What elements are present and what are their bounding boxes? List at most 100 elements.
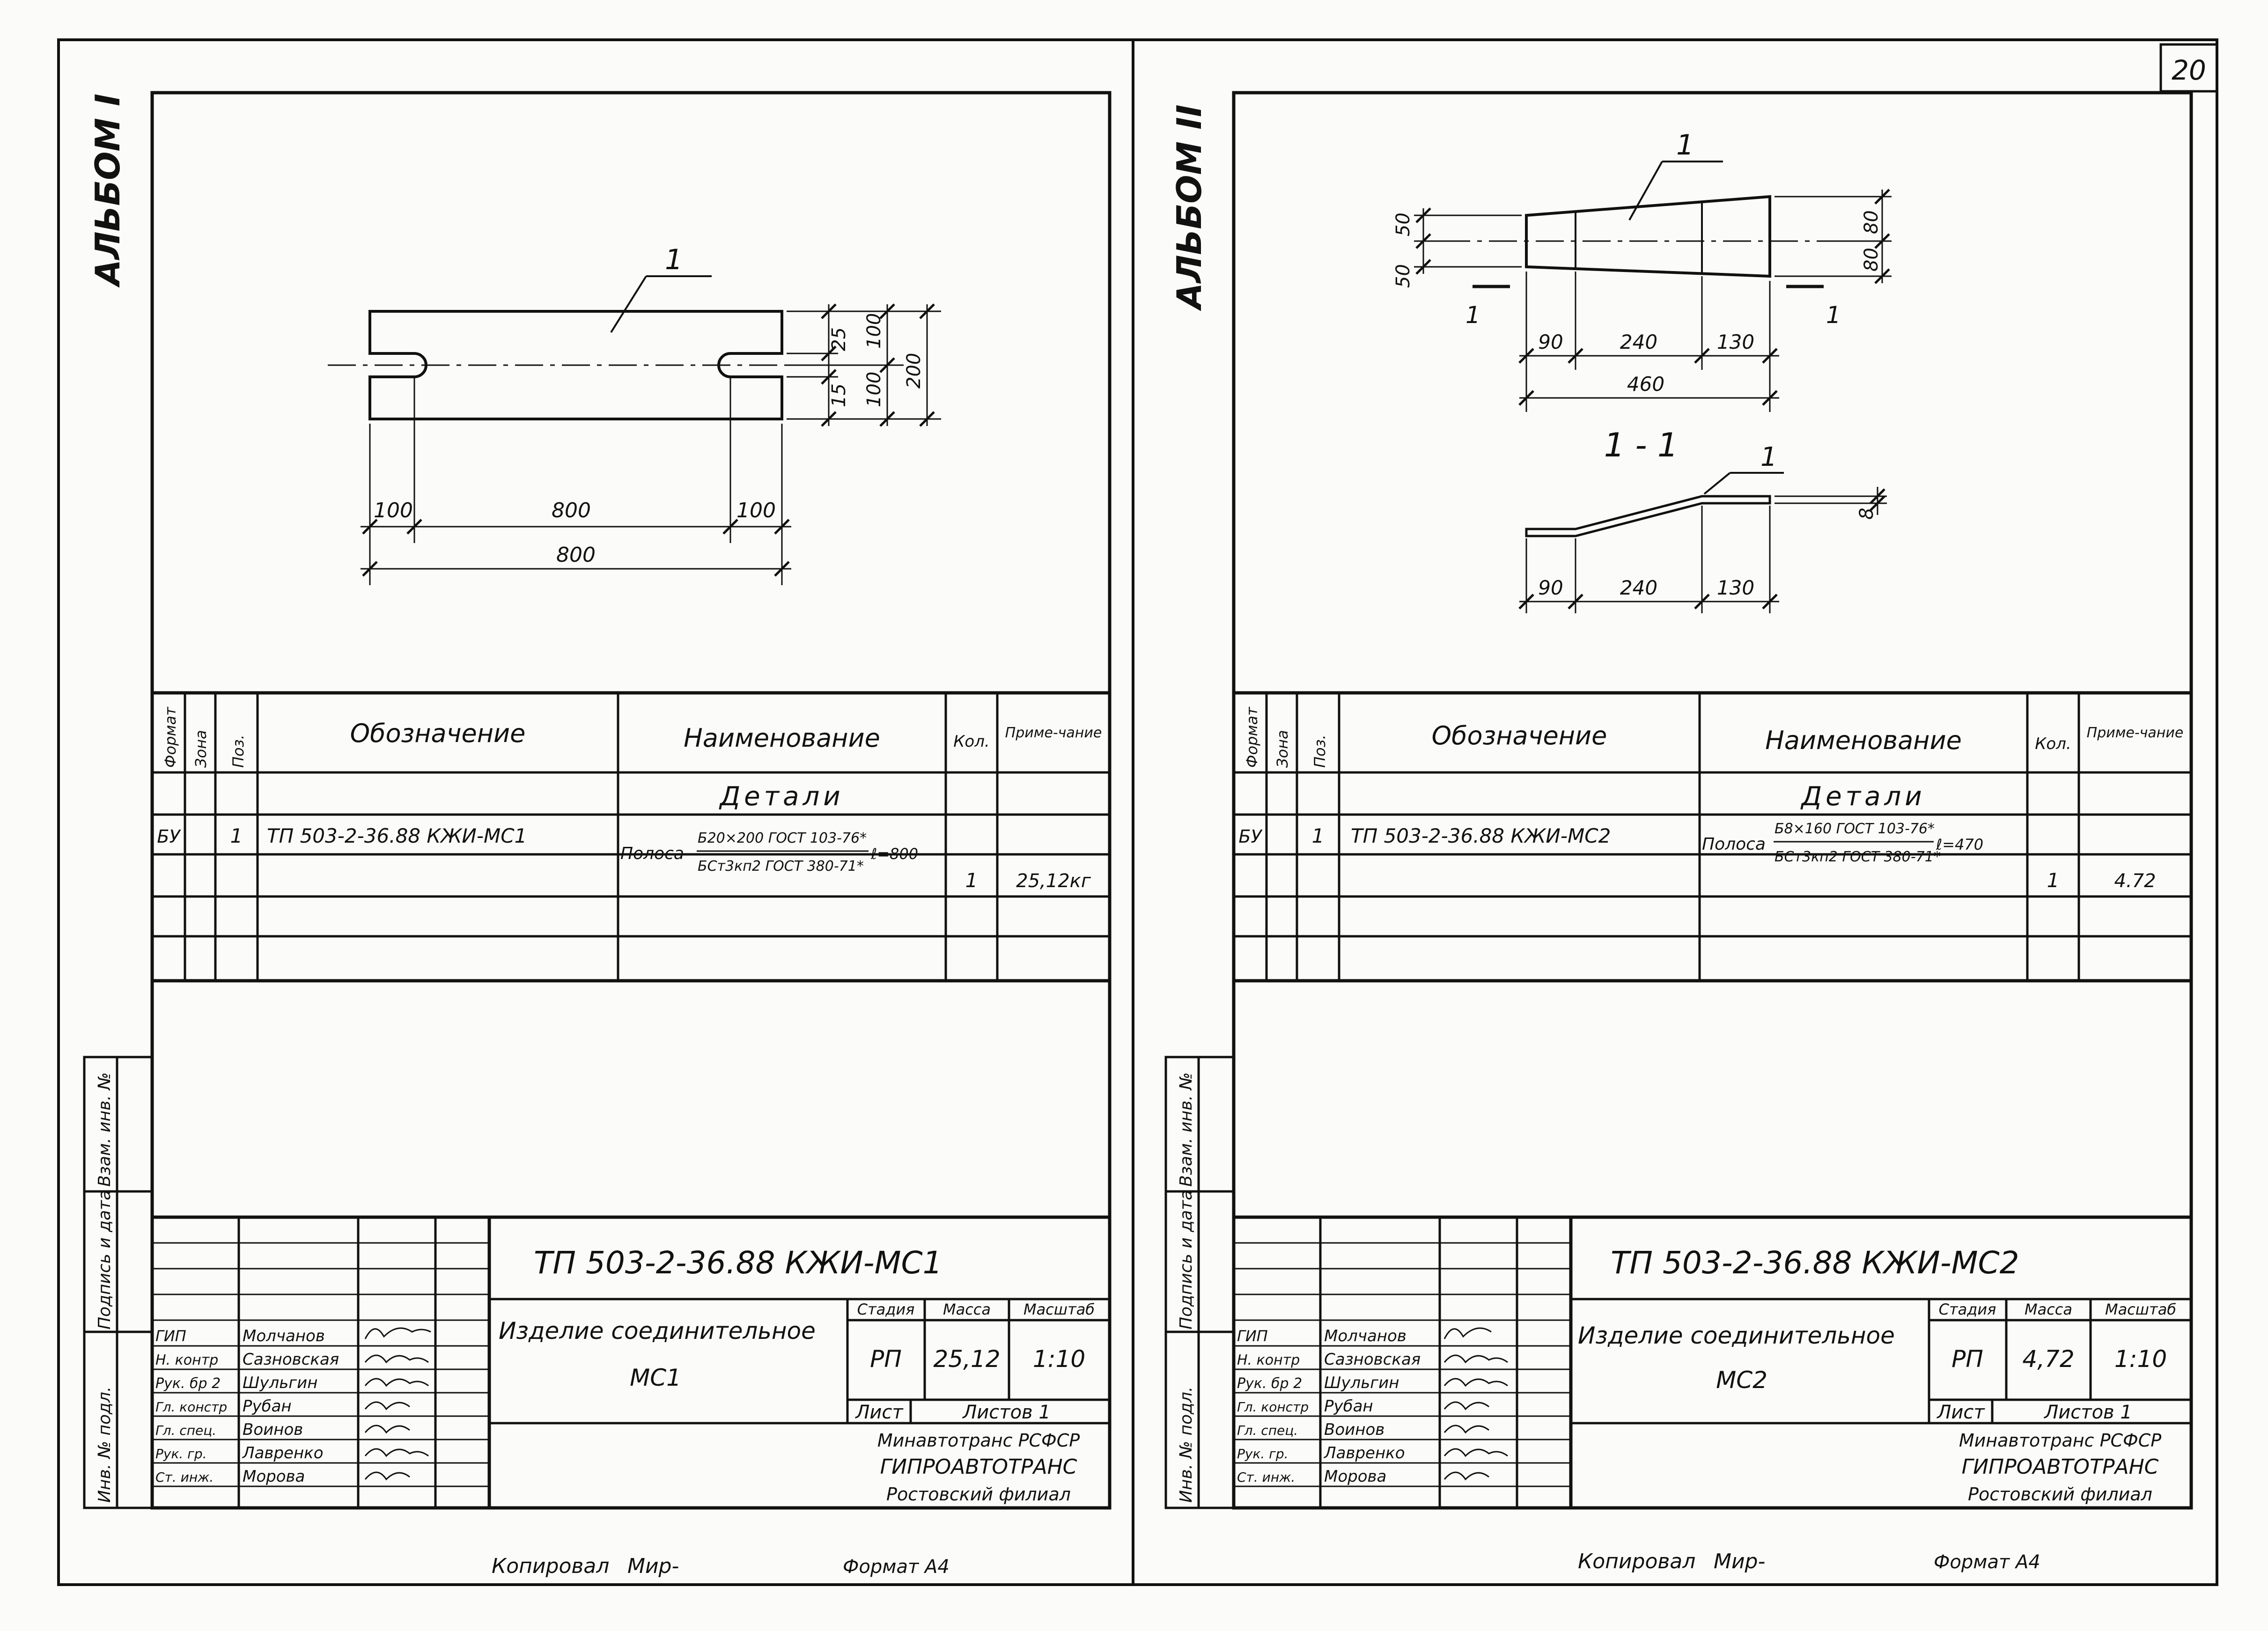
role-right: Рук. гр. (1237, 1446, 1289, 1462)
dim-200: 200 (903, 353, 925, 389)
row-designation-right: ТП 503-2-36.88 КЖИ-МС2 (1351, 824, 1611, 847)
album-label-left: АЛЬБОМ I (88, 94, 127, 288)
section-dim-240: 240 (1620, 576, 1657, 599)
sheet-header-right: Лист (1936, 1402, 1985, 1423)
role-left: Рук. бр 2 (155, 1375, 221, 1392)
row-format-right: БУ (1238, 826, 1263, 847)
person-right: Сазновская (1324, 1350, 1421, 1369)
hdr-pos-right: Поз. (1311, 735, 1329, 768)
dim-25: 25 (828, 327, 850, 351)
person-right: Шульгин (1324, 1374, 1399, 1392)
pos-label-left: 1 (665, 243, 683, 276)
role-left: Н. контр (155, 1352, 218, 1368)
org2-right: ГИПРОАВТОТРАНС (1962, 1455, 2159, 1479)
footer-copied-sig-right: Мир- (1714, 1550, 1765, 1573)
role-right: Гл. спец. (1237, 1423, 1298, 1438)
dim-100-left: 100 (374, 499, 413, 522)
row-length-left: ℓ=800 (870, 845, 918, 863)
dim-130: 130 (1717, 331, 1754, 353)
dim-800-inner: 800 (552, 499, 591, 522)
mass-header-left: Масса (943, 1300, 991, 1318)
scale-value-left: 1:10 (1033, 1345, 1085, 1373)
dim-50-bottom: 50 (1392, 264, 1414, 288)
org3-left: Ростовский филиал (886, 1484, 1071, 1505)
section-dim-130: 130 (1717, 576, 1754, 599)
role-right: Н. контр (1237, 1352, 1300, 1368)
row-name-bottom-left: БСт3кп2 ГОСТ 380-71* (698, 858, 864, 874)
title-code-left: ТП 503-2-36.88 КЖИ-МС1 (534, 1245, 943, 1281)
section-mark-right: 1 (1826, 301, 1841, 329)
dim-460: 460 (1627, 373, 1664, 396)
row-length-right: ℓ=470 (1936, 836, 1983, 853)
scale-value-right: 1:10 (2114, 1345, 2167, 1373)
signatures-right: ГИП Молчанов Н. контр Сазновская Рук. бр… (1237, 1327, 1421, 1486)
footer-copied-sig-left: Мир- (627, 1554, 679, 1578)
hdr-note-right: Приме-чание (2087, 725, 2184, 741)
row-format-left: БУ (157, 826, 181, 847)
side-label-repl-right: Взам. инв. № (1177, 1073, 1196, 1187)
stage-value-right: РП (1951, 1345, 1983, 1373)
mass-value-left: 25,12 (933, 1345, 1000, 1373)
dim-100-top: 100 (863, 313, 885, 349)
signatures-left: ГИП Молчанов Н. контр Сазновская Рук. бр… (155, 1327, 339, 1486)
section-mark-left: 1 (1465, 301, 1480, 329)
role-left: Гл. спец. (155, 1423, 216, 1438)
stage-header-right: Стадия (1939, 1300, 1996, 1318)
row-name-prefix-left: Полоса (620, 844, 684, 863)
row-qty-left: 1 (965, 869, 978, 892)
dim-800-overall: 800 (556, 543, 596, 567)
footer-copied-left: Копировал (492, 1554, 609, 1578)
hdr-designation-left: Обозначение (350, 719, 526, 748)
footer-copied-right: Копировал (1578, 1550, 1695, 1573)
dim-50-top: 50 (1392, 213, 1414, 236)
row-designation-left: ТП 503-2-36.88 КЖИ-МС1 (267, 824, 527, 847)
dim-80-top: 80 (1861, 210, 1882, 234)
person-left: Морова (243, 1467, 305, 1486)
side-label-sign-left: Подпись и дата (95, 1190, 114, 1330)
person-right: Рубан (1324, 1397, 1373, 1416)
person-left: Шульгин (243, 1374, 317, 1392)
section-dim-thk: 8 (1856, 508, 1878, 520)
sheet-number: 20 (2172, 54, 2206, 86)
dim-15: 15 (828, 383, 850, 407)
mass-value-right: 4,72 (2022, 1345, 2074, 1373)
hdr-name-left: Наименование (684, 723, 880, 753)
role-right: Гл. констр (1237, 1399, 1309, 1415)
section-details-left: Детали (718, 781, 844, 812)
org3-right: Ростовский филиал (1968, 1484, 2152, 1505)
title-name1-left: Изделие соединительное (499, 1317, 816, 1344)
dim-80-bottom: 80 (1861, 248, 1882, 272)
sheets-header-left: Листов 1 (962, 1402, 1051, 1423)
hdr-name-right: Наименование (1765, 726, 1962, 755)
person-left: Сазновская (243, 1350, 339, 1369)
scale-header-right: Масштаб (2105, 1300, 2176, 1318)
side-label-inv-left: Инв. № подл. (95, 1387, 114, 1503)
side-label-inv-right: Инв. № подл. (1177, 1387, 1196, 1503)
hdr-format-left: Формат (162, 706, 179, 768)
sheets-header-right: Листов 1 (2043, 1402, 2132, 1423)
side-label-sign-right: Подпись и дата (1177, 1190, 1196, 1330)
scale-header-left: Масштаб (1024, 1300, 1095, 1318)
role-left: Ст. инж. (155, 1469, 214, 1485)
row-note-left: 25,12кг (1016, 870, 1091, 892)
mass-header-right: Масса (2025, 1300, 2072, 1318)
org1-left: Минавтотранс РСФСР (877, 1430, 1080, 1451)
row-name-prefix-right: Полоса (1702, 835, 1766, 854)
dim-90: 90 (1538, 331, 1563, 353)
signature-scribbles-left (364, 1327, 431, 1481)
side-label-repl-left: Взам. инв. № (95, 1073, 114, 1187)
footer-format-left: Формат А4 (843, 1556, 950, 1578)
dim-100-bottom: 100 (863, 372, 885, 407)
title-name2-left: МС1 (630, 1364, 681, 1391)
title-name2-right: МС2 (1716, 1367, 1767, 1394)
hdr-pos-left: Поз. (229, 735, 247, 768)
person-left: Молчанов (243, 1327, 325, 1345)
hdr-qty-left: Кол. (953, 732, 989, 751)
role-left: Рук. гр. (155, 1446, 207, 1462)
section-pos: 1 (1760, 442, 1777, 472)
dim-240: 240 (1620, 331, 1657, 353)
hdr-note-left: Приме-чание (1005, 725, 1102, 741)
row-name-top-right: Б8×160 ГОСТ 103-76* (1775, 821, 1935, 837)
section-details-right: Детали (1800, 781, 1925, 812)
dim-100-right: 100 (736, 499, 776, 522)
